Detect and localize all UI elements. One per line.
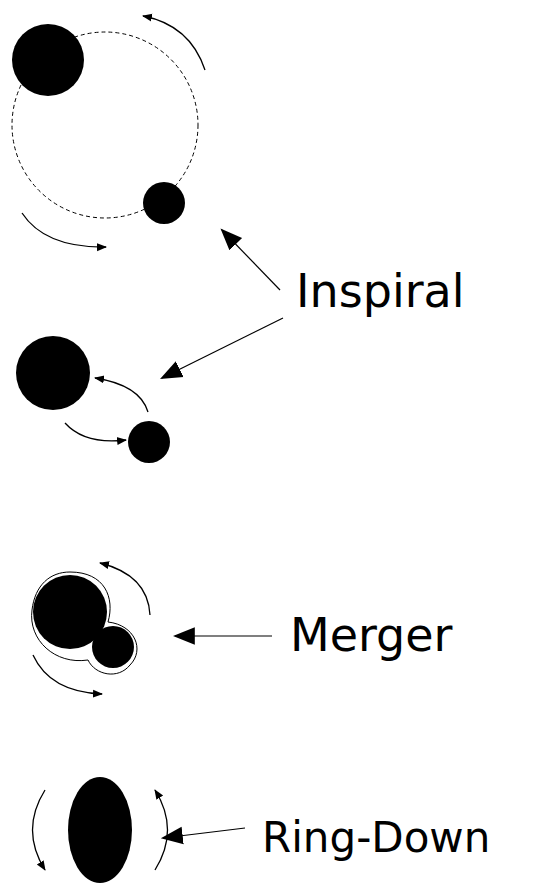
- stage-label: Inspiral: [296, 266, 465, 317]
- black-hole: [16, 336, 90, 410]
- motion-arrow: [65, 423, 126, 441]
- black-hole: [128, 421, 170, 463]
- merged-black-hole: [68, 777, 132, 883]
- black-hole: [143, 182, 185, 224]
- leader-arrow: [175, 635, 272, 636]
- motion-arrow: [143, 16, 205, 70]
- leader-arrow: [163, 828, 245, 838]
- motion-arrow: [100, 563, 150, 615]
- motion-arrow: [22, 213, 106, 247]
- merger-outline: [32, 572, 137, 674]
- black-hole: [12, 24, 84, 96]
- motion-arrow: [33, 790, 46, 870]
- leader-arrow: [222, 230, 280, 290]
- stage-label: Ring-Down: [262, 815, 490, 861]
- stage-label: Merger: [290, 610, 453, 661]
- leader-arrow: [162, 318, 283, 378]
- black-hole: [92, 626, 134, 668]
- motion-arrow: [95, 378, 148, 412]
- motion-arrow: [33, 655, 102, 694]
- motion-arrow: [155, 790, 168, 870]
